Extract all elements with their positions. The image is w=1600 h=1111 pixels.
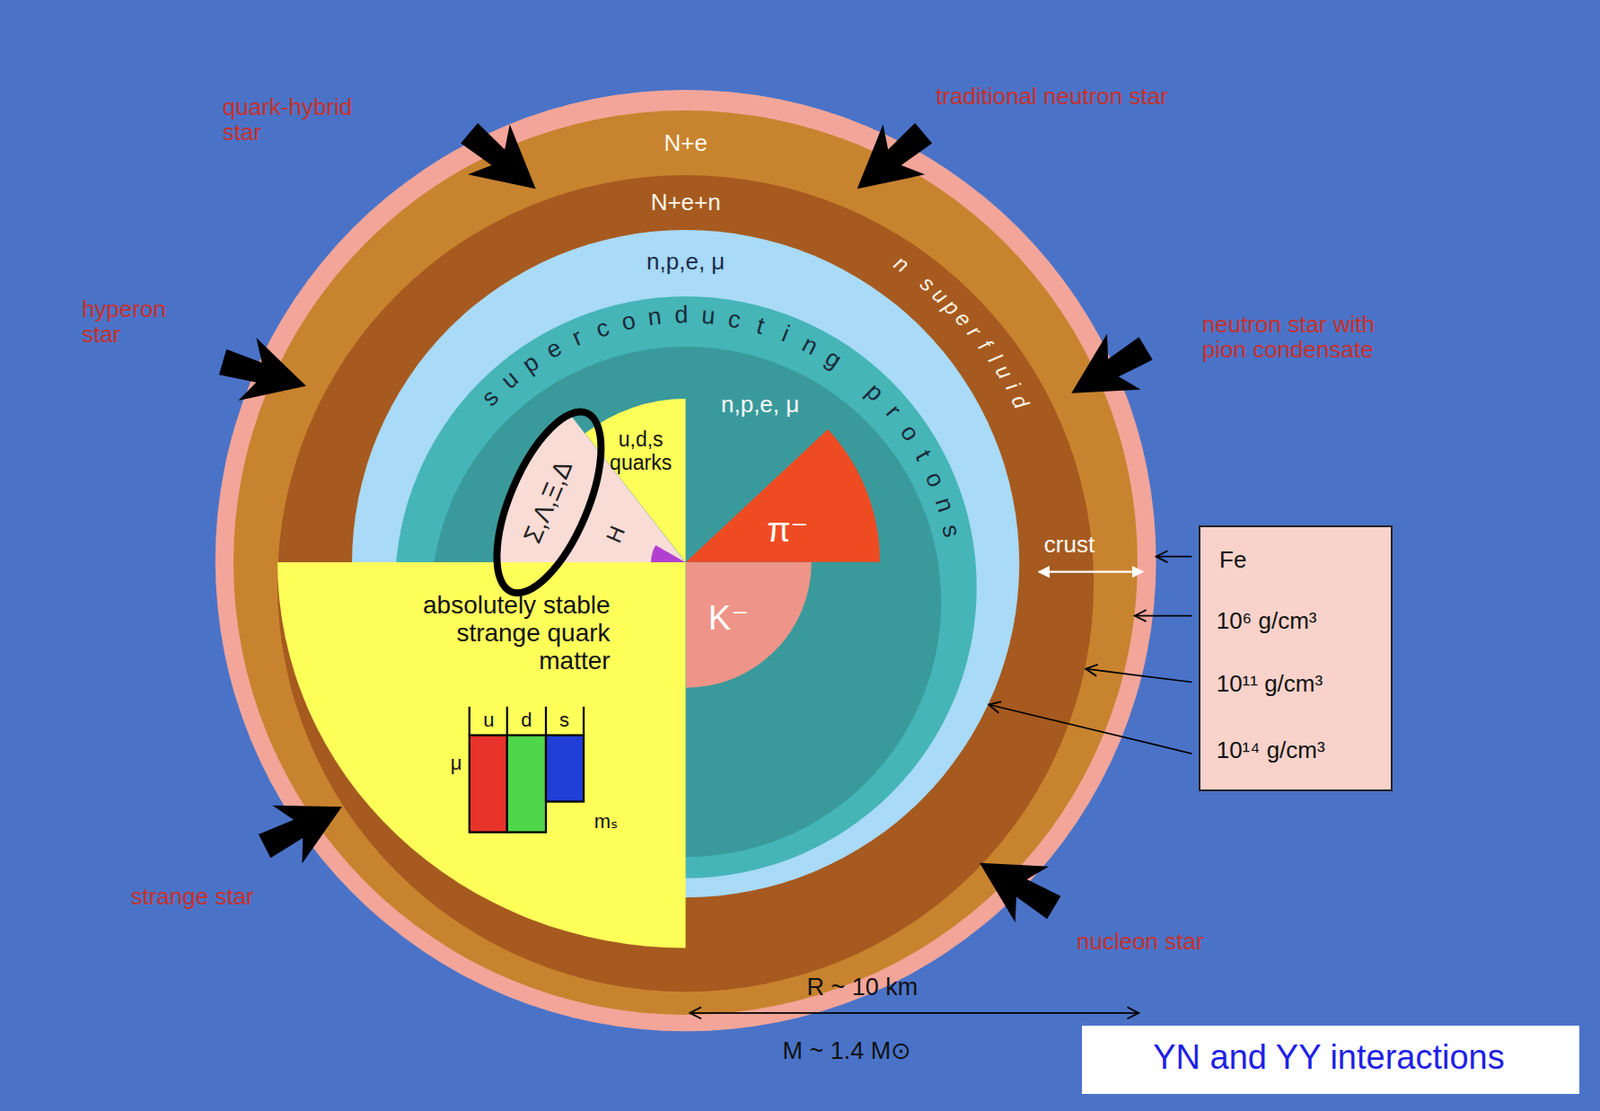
chemical-potential-label: μ — [450, 752, 463, 774]
quark-flavor-label: u — [483, 709, 494, 731]
star-type-label: quark-hybrid star — [222, 94, 375, 146]
kaon-wedge-fill — [685, 562, 812, 688]
cell-divider — [582, 706, 585, 736]
highlight-ellipse — [474, 397, 623, 607]
pointer-arrow — [835, 107, 945, 214]
caption-box: YN and YY interactions — [1081, 1025, 1581, 1094]
s-quark-bar — [545, 735, 584, 802]
h-dibaryon-wedge: H — [650, 545, 686, 563]
node-label: N+e+n — [650, 189, 721, 216]
crust-label: crust — [1044, 530, 1095, 557]
d-quark-bar — [507, 735, 546, 833]
node-label: K⁻ — [708, 599, 749, 638]
node-label: YN and YY interactions — [1152, 1038, 1505, 1077]
quark-flavor-label: s — [559, 709, 570, 731]
density-leaders — [988, 556, 1192, 754]
pointer-arrows — [213, 107, 1163, 935]
node-label: absolutely stable strange quark matter — [413, 591, 610, 675]
star-type-label: neutron star with pion condensate — [1202, 311, 1398, 363]
pion-wedge: π⁻ — [685, 429, 880, 563]
leader-arrow — [1134, 615, 1193, 617]
node-label: n,p,e, μ — [720, 391, 800, 418]
strange-mass-label: mₛ — [594, 810, 619, 833]
node-label: N+e — [663, 130, 707, 157]
pion-wedge-fill — [685, 429, 880, 563]
cell-divider — [468, 706, 471, 736]
u-quark-bar — [469, 735, 508, 833]
node-label: u,d,s quarks — [606, 428, 676, 475]
node-label: π⁻ — [766, 511, 809, 550]
leader-arrow — [1085, 668, 1192, 683]
star-type-label: traditional neutron star — [935, 83, 1169, 110]
node-label: n,p,e, μ — [646, 248, 725, 275]
cell-divider — [545, 706, 547, 736]
curved-letter: n — [646, 304, 663, 331]
quark-flavor-label: d — [520, 709, 532, 731]
outer-crust-disk — [215, 89, 1157, 1031]
crust-extent-arrow — [1038, 571, 1143, 573]
hyperon-wedge-fill — [494, 412, 686, 563]
kaon-wedge: K⁻ — [685, 562, 812, 688]
node-label: 10¹⁴ g/cm³ — [1216, 737, 1326, 764]
superfluid-band: N+e+nn superfluidn,p,e, μsuperconducting… — [277, 175, 1094, 992]
cell-divider — [506, 706, 509, 736]
fermi-level-sketch — [469, 706, 584, 833]
star-type-label: strange star — [130, 883, 254, 910]
curved-letter: u — [700, 303, 716, 329]
density-box: Fe 10⁶ g/cm³ 10¹¹ g/cm³ 10¹⁴ g/cm³ — [1198, 525, 1393, 791]
leader-arrow — [988, 703, 1192, 754]
node-label: 10¹¹ g/cm³ — [1216, 670, 1323, 697]
pointer-arrow — [962, 835, 1071, 936]
star-type-label: hyperon star — [81, 296, 187, 348]
radius-label: R ~ 10 km — [806, 974, 918, 1002]
superfluid-band-fill — [277, 175, 1094, 992]
mass-label: M ~ 1.4 M⊙ — [782, 1037, 912, 1065]
leader-arrow — [1156, 555, 1193, 558]
h-dibaryon-wedge-fill — [650, 545, 686, 563]
node-label: Fe — [1219, 545, 1247, 572]
curved-letter: d — [674, 303, 688, 328]
star-type-label: nucleon star — [1076, 928, 1205, 955]
pointer-arrow — [249, 777, 357, 876]
node-label: 10⁶ g/cm³ — [1216, 607, 1318, 634]
radius-arrow — [689, 1011, 1139, 1014]
outer-core-band-fill — [233, 110, 1138, 1015]
pointer-arrow — [213, 330, 316, 418]
pointer-arrow — [1054, 320, 1163, 422]
pointer-arrow — [448, 107, 557, 214]
strange-matter-quadrant-fill — [277, 562, 686, 949]
h-dibaryon-wedge-shape — [650, 545, 686, 563]
